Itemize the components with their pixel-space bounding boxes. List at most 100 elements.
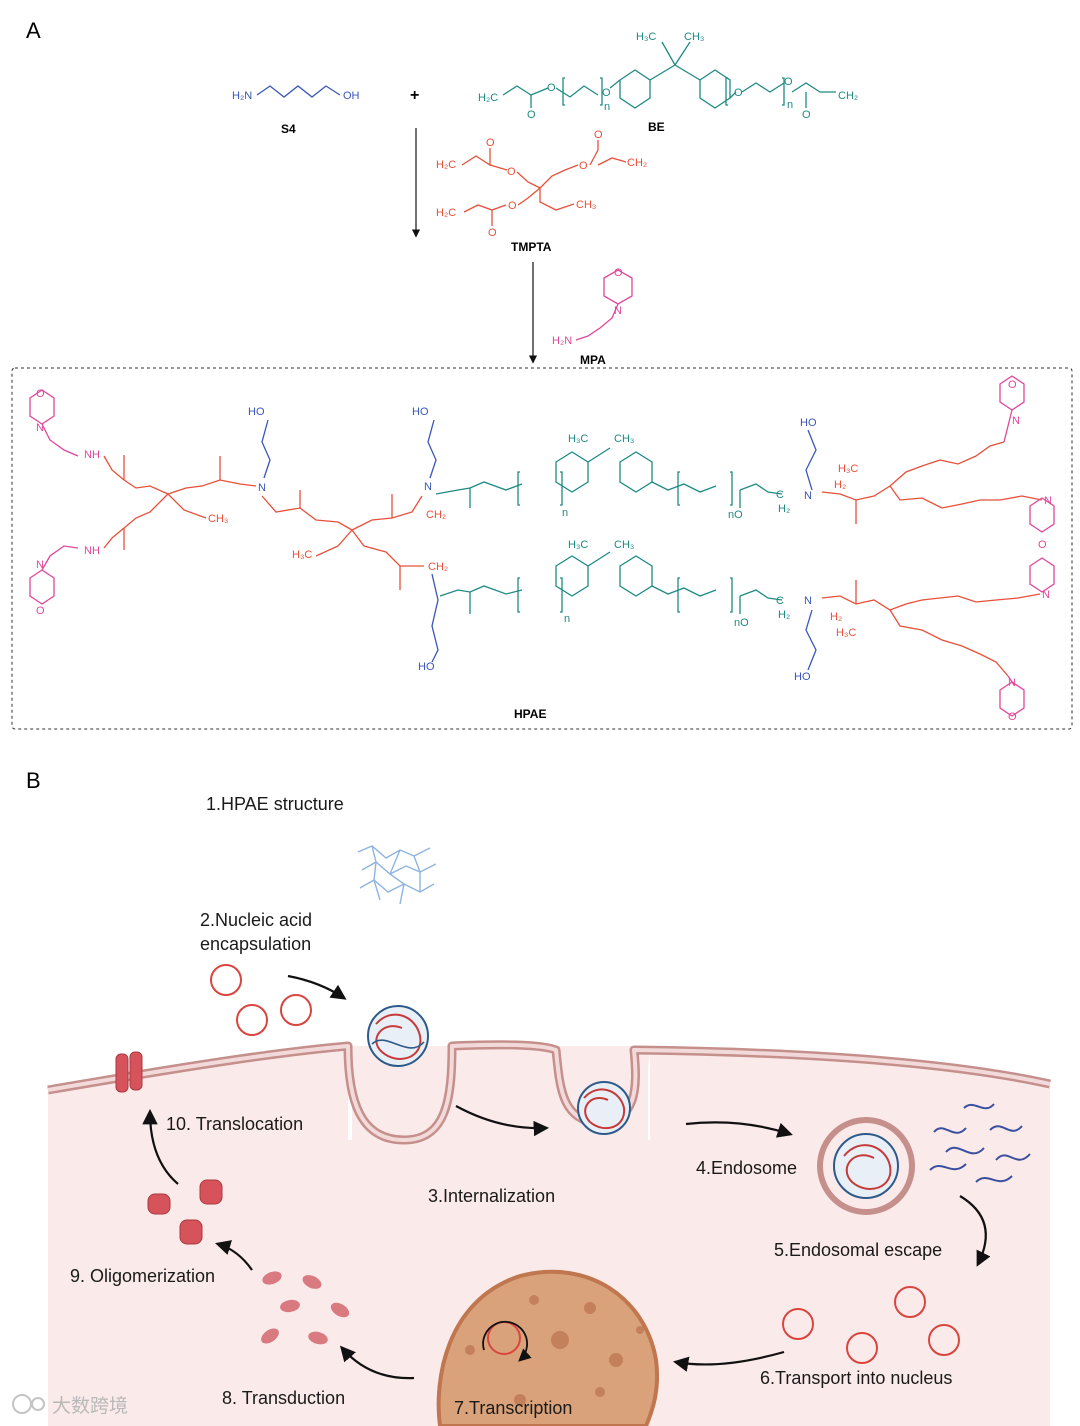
nucleus xyxy=(436,1269,660,1426)
hpae-h3c-m: H₃C xyxy=(292,549,312,561)
plasmid-4 xyxy=(782,1308,814,1340)
hpae-no-sub-l: nO xyxy=(734,617,749,629)
step-2-label-line1: 2.Nucleic acid xyxy=(200,910,312,930)
hpae-c-l: C xyxy=(776,595,784,607)
be-ch2-text: CH₂ xyxy=(838,90,858,102)
hpae-o-lt: O xyxy=(36,388,45,400)
tmpta-o3-text: O xyxy=(579,160,588,172)
hpae-n-lb: N xyxy=(36,559,44,571)
hpae-n-3: N xyxy=(804,490,812,502)
be-label: BE xyxy=(648,120,665,134)
step-10-label: 10. Translocation xyxy=(166,1114,303,1134)
hpae-ch3-l: CH₃ xyxy=(208,513,228,525)
be-o3-text: O xyxy=(602,87,611,99)
hpae-h2-r1: H₂ xyxy=(834,479,846,491)
hpae-atoms: O N NH NH N O CH₃ HO N H₃C HO N CH₂ CH₂ … xyxy=(36,379,1052,723)
tmpta-ch3-text: CH₃ xyxy=(576,199,596,211)
hpae-h2-r2: H₂ xyxy=(830,611,842,623)
hpae-box xyxy=(11,367,1073,730)
hpae-n-sub-u: n xyxy=(562,507,568,519)
mpa-n-text: N xyxy=(614,305,622,317)
hpae-h2-l: H₂ xyxy=(778,609,790,621)
s4-molecule: H₂N OH S4 xyxy=(232,85,360,136)
arrow-oligomerization xyxy=(215,1240,253,1271)
membrane-channel xyxy=(115,1051,143,1093)
hpae-ch2-2: CH₂ xyxy=(428,561,448,573)
step-1-label: 1.HPAE structure xyxy=(206,794,344,814)
tmpta-o2-text: O xyxy=(507,166,516,178)
tmpta-label: TMPTA xyxy=(511,240,552,254)
hpae-ho-2: HO xyxy=(412,406,429,418)
hpae-n-r4: N xyxy=(1008,677,1016,689)
mpa-label: MPA xyxy=(580,353,606,367)
hpae-o-rt: O xyxy=(1008,379,1017,391)
tmpta-ch2-text: CH₂ xyxy=(627,157,647,169)
mpa-atoms: O N H₂N MPA xyxy=(552,267,623,367)
be-ch3-text: CH₃ xyxy=(684,31,704,43)
hpae-ch3-u: CH₃ xyxy=(614,433,634,445)
polyplex-surface xyxy=(367,1005,429,1067)
be-h2c-text: H₂C xyxy=(478,92,498,104)
panel-b-letter: B xyxy=(26,768,41,793)
hpae-structure xyxy=(29,375,1055,717)
tmpta-h2c-2-text: H₂C xyxy=(436,207,456,219)
hpae-n-rt: N xyxy=(1012,415,1020,427)
hpae-nh-lb: NH xyxy=(84,545,100,557)
hpae-network-icon xyxy=(357,845,437,905)
step-7-label: 7.Transcription xyxy=(454,1398,572,1418)
mpa-o-text: O xyxy=(614,267,623,279)
hpae-h3c-l2: H₃C xyxy=(568,539,588,551)
transcription-arrow xyxy=(482,1320,532,1362)
hpae-n-r2: N xyxy=(1044,495,1052,507)
be-h3c-text: H₃C xyxy=(636,31,656,43)
plasmid-2 xyxy=(236,1004,268,1036)
polymer-strands xyxy=(929,1103,1031,1183)
plasmid-3 xyxy=(280,994,312,1026)
hpae-ho-3: HO xyxy=(800,417,817,429)
be-o6-text: O xyxy=(802,109,811,121)
step-8-label: 8. Transduction xyxy=(222,1388,345,1408)
hpae-h3c-r: H₃C xyxy=(838,463,858,475)
step-2-label-line2: encapsulation xyxy=(200,934,311,954)
arrow-to-endosome xyxy=(685,1121,793,1138)
tmpta-o5-text: O xyxy=(508,200,517,212)
tmpta-o1-text: O xyxy=(486,137,495,149)
hpae-o-r2: O xyxy=(1038,539,1047,551)
plasmid-5 xyxy=(894,1286,926,1318)
arrow-internalization xyxy=(455,1105,550,1137)
hpae-h3c-r2: H₃C xyxy=(836,627,856,639)
plus-sign: + xyxy=(410,87,419,104)
hpae-label: HPAE xyxy=(514,707,546,721)
mpa-molecule xyxy=(575,269,633,341)
arrow-escape xyxy=(959,1195,991,1267)
tmpta-h2c-1-text: H₂C xyxy=(436,159,456,171)
tmpta-o6-text: O xyxy=(488,227,497,239)
arrow-translocation xyxy=(142,1108,179,1185)
tmpta-atoms: H₂C O O O O CH₂ CH₃ O O H₂C TMPTA xyxy=(436,129,647,254)
mpa-amine-text: H₂N xyxy=(552,335,572,347)
be-o2-text: O xyxy=(527,109,536,121)
be-molecule xyxy=(502,41,836,109)
hpae-n-lt: N xyxy=(36,422,44,434)
hpae-o-lb: O xyxy=(36,605,45,617)
panel-a-letter: A xyxy=(26,18,41,43)
hpae-ho-5: HO xyxy=(418,661,435,673)
be-o5-text: O xyxy=(784,76,793,88)
tmpta-molecule xyxy=(461,140,627,226)
arrow-to-nucleus xyxy=(672,1350,785,1372)
plasmid-1 xyxy=(210,964,242,996)
s4-amine-text: H₂N xyxy=(232,90,252,102)
step-9-label: 9. Oligomerization xyxy=(70,1266,215,1286)
plasmid-group-released xyxy=(782,1286,960,1364)
s4-hydroxyl-text: OH xyxy=(343,90,360,102)
hpae-nh-lt: NH xyxy=(84,449,100,461)
hpae-h2-u: H₂ xyxy=(778,503,790,515)
plasmid-group-free xyxy=(210,964,312,1036)
step-4-label: 4.Endosome xyxy=(696,1158,797,1178)
hpae-h3c-u: H₃C xyxy=(568,433,588,445)
oligomers xyxy=(147,1179,223,1245)
hpae-ho-1: HO xyxy=(248,406,265,418)
step-3-label: 3.Internalization xyxy=(428,1186,555,1206)
plasmid-6 xyxy=(846,1332,878,1364)
